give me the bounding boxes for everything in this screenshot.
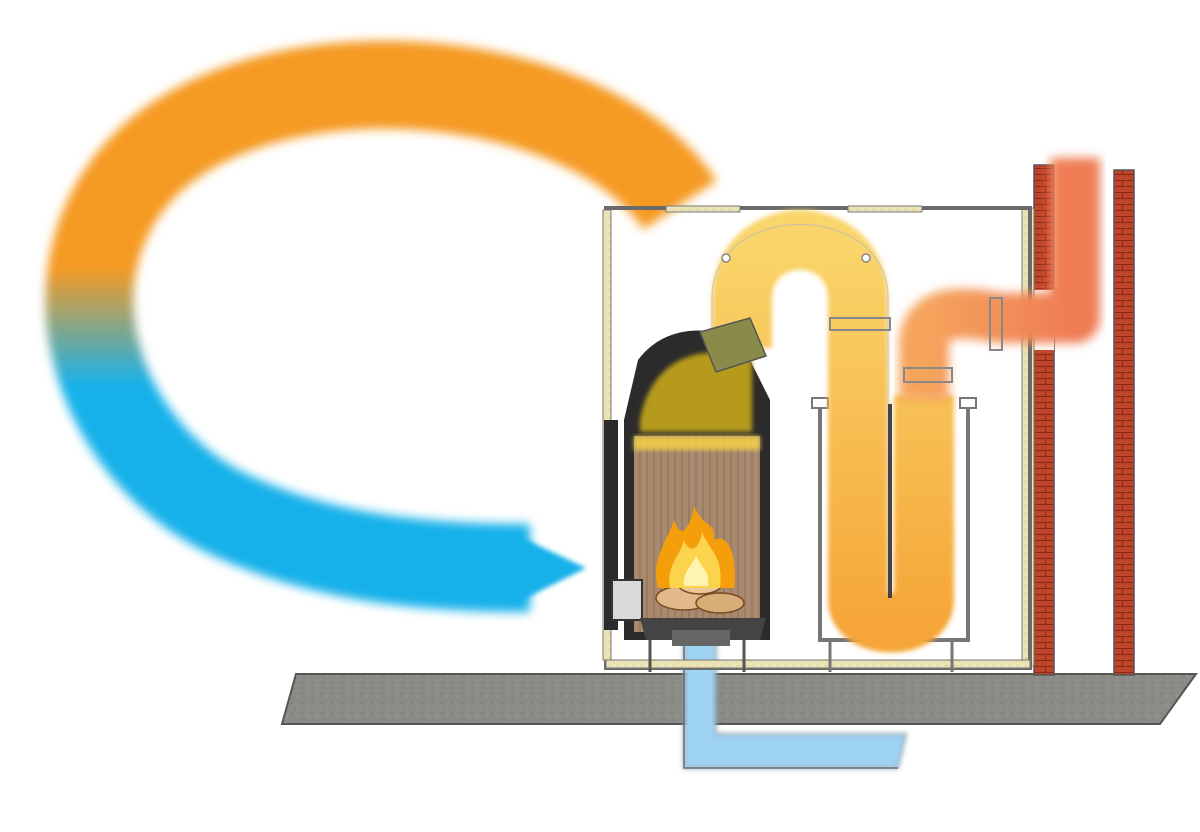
exhaust-gas-pipe — [899, 158, 1100, 400]
floor-slab — [280, 673, 1198, 725]
fire — [655, 506, 745, 614]
smoke-dome — [640, 352, 752, 432]
convection-air-loop — [45, 40, 717, 612]
hot-flue-gas-pipe — [711, 210, 954, 653]
arrow-icon — [512, 533, 586, 605]
flue-collar — [698, 317, 768, 373]
flame-icon — [655, 506, 735, 588]
fireplace-insert — [604, 317, 770, 672]
convection-air-stream — [45, 40, 717, 612]
